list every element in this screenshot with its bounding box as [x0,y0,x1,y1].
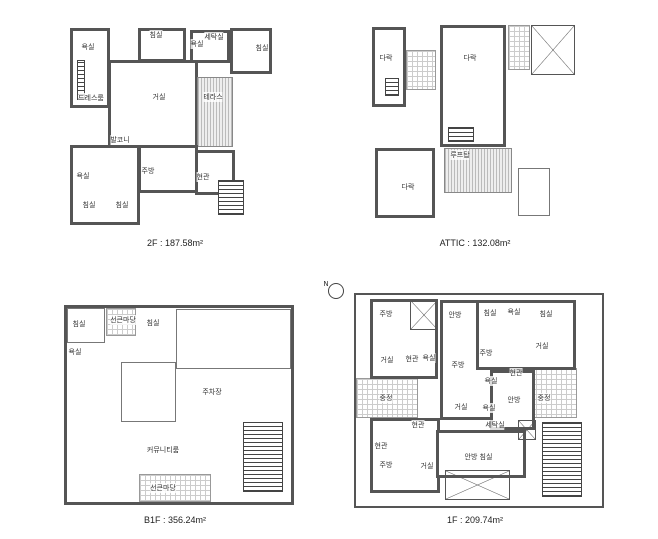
room-label: 선큰마당 [110,315,136,325]
room-label: 다락 [401,182,415,192]
room-label: 루프탑 [450,150,470,160]
room-label: 테라스 [203,92,223,102]
room-label: 침실 [146,318,160,328]
room-label: 거실 [420,461,434,471]
ramp [542,422,582,497]
room-label: 현관 [196,172,210,182]
room-label: 현관 [374,441,388,451]
room-label: 주방 [379,309,393,319]
stairs [385,78,399,96]
room-label: 현관 [411,420,425,430]
wall [70,145,140,225]
void-opening [445,470,510,500]
room-label: 세탁실 [204,32,224,42]
room-label: 침실 [149,30,163,40]
room-label: 다락 [463,53,477,63]
room [67,308,105,343]
room-label: 침실 [255,43,269,53]
room-label: 거실 [380,355,394,365]
room-label: 침실 [483,308,497,318]
plan-title-attic: ATTIC : 132.08m² [439,238,511,248]
stairs [448,127,474,142]
room-label: 욕실 [76,171,90,181]
room-label: 발코니 [110,135,130,145]
room-label: 침실 [539,309,553,319]
void-opening [410,300,438,330]
room-label: 침실 [72,319,86,329]
plan-title-2f: 2F : 187.58m² [146,238,204,248]
room-label: 주차장 [202,387,222,397]
roof-grid [508,25,530,70]
north-label: N [323,280,329,288]
room-label: 선큰마당 [150,483,176,493]
room-label: 침실 [479,452,493,462]
room-label: 욕실 [68,347,82,357]
room-label: 거실 [454,402,468,412]
stairs [218,180,244,215]
room-label: 주방 [379,460,393,470]
outline [518,168,550,216]
room-label: 커뮤니티룸 [146,445,180,455]
parking-bay [121,362,176,422]
room-label: 주방 [451,360,465,370]
wall [440,25,506,147]
site-boundary [354,293,604,508]
room-label: 중정 [379,393,393,403]
room-label: 현관 [509,368,523,378]
plan-title-1f: 1F : 209.74m² [446,515,504,525]
room-label: 안방 [507,395,521,405]
parking-bay [176,309,291,369]
room-label: 주방 [479,348,493,358]
room-label: 욕실 [190,39,204,49]
room-label: 안방 [464,452,478,462]
room-label: 드레스룸 [78,93,104,103]
wall [370,418,440,493]
room-label: 욕실 [422,353,436,363]
terrace-deck [197,77,233,147]
room-label: 안방 [448,310,462,320]
room-label: 침실 [115,200,129,210]
room-label: 거실 [152,92,166,102]
roof-grid [406,50,436,90]
room-label: 현관 [405,354,419,364]
room-label: 욕실 [484,376,498,386]
room-label: 주방 [141,166,155,176]
ramp [243,422,283,492]
room-label: 거실 [535,341,549,351]
north-arrow-icon [328,283,344,299]
room-label: 다락 [379,53,393,63]
void-opening [531,25,575,75]
room-label: 욕실 [482,403,496,413]
room-label: 욕실 [507,307,521,317]
room-label: 세탁실 [485,420,505,430]
plan-title-b1f: B1F : 356.24m² [143,515,207,525]
room-label: 욕실 [81,42,95,52]
elevator [518,420,536,440]
room-label: 중정 [537,393,551,403]
room-label: 침실 [82,200,96,210]
